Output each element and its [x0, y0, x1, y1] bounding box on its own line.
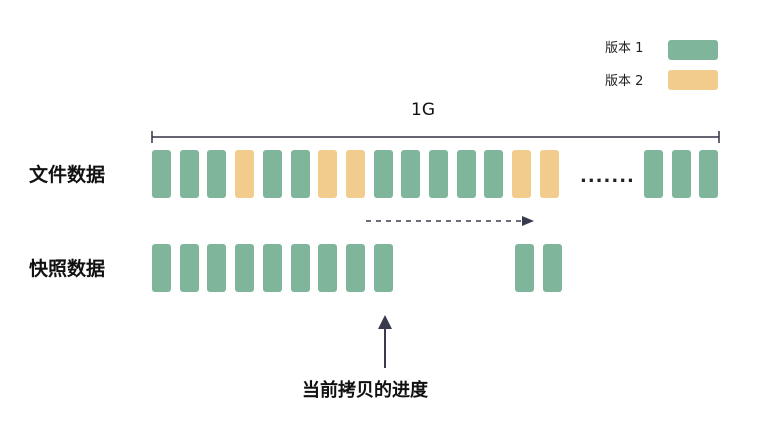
legend-label-version2: 版本 2 — [605, 74, 644, 89]
ellipsis: ....... — [580, 166, 635, 187]
file-block-8 — [345, 150, 365, 198]
file-block-10 — [401, 150, 421, 198]
snapshot-tail-block-1 — [515, 244, 534, 292]
legend-label-version1: 版本 1 — [605, 41, 644, 56]
row-label-snapshot-data: 快照数据 — [29, 258, 106, 280]
snapshot-tail-block-2 — [542, 244, 562, 292]
file-block-14 — [512, 150, 532, 198]
snapshot-block-3 — [207, 244, 227, 292]
legend-swatch-version1 — [668, 40, 718, 60]
file-block-5 — [262, 150, 282, 198]
file-block-7 — [318, 150, 338, 198]
file-block-12 — [456, 150, 476, 198]
legend-swatch-version2 — [668, 70, 718, 90]
copy-direction-arrow — [366, 216, 534, 226]
snapshot-block-7 — [318, 244, 338, 292]
file-block-3 — [207, 150, 227, 198]
snapshot-block-9 — [373, 244, 393, 292]
snapshot-block-6 — [290, 244, 310, 292]
progress-arrow — [378, 315, 392, 368]
file-tail-block-2 — [671, 150, 691, 198]
file-tail-block-1 — [644, 150, 663, 198]
file-block-9 — [373, 150, 393, 198]
file-block-1 — [152, 150, 171, 198]
snapshot-block-4 — [235, 244, 255, 292]
progress-label: 当前拷贝的进度 — [302, 380, 428, 401]
snapshot-block-8 — [345, 244, 365, 292]
file-block-6 — [290, 150, 310, 198]
file-block-15 — [539, 150, 559, 198]
size-bracket — [151, 131, 720, 143]
file-block-4 — [235, 150, 255, 198]
progress-arrowhead — [378, 315, 392, 329]
file-block-13 — [484, 150, 504, 198]
file-block-2 — [179, 150, 199, 198]
file-block-11 — [429, 150, 448, 198]
row-label-file-data: 文件数据 — [29, 164, 106, 186]
snapshot-block-2 — [179, 244, 199, 292]
snapshot-block-5 — [262, 244, 282, 292]
snapshot-block-1 — [152, 244, 171, 292]
file-tail-block-3 — [699, 150, 719, 198]
copy-direction-arrowhead — [522, 216, 534, 226]
size-label: 1G — [411, 100, 435, 120]
